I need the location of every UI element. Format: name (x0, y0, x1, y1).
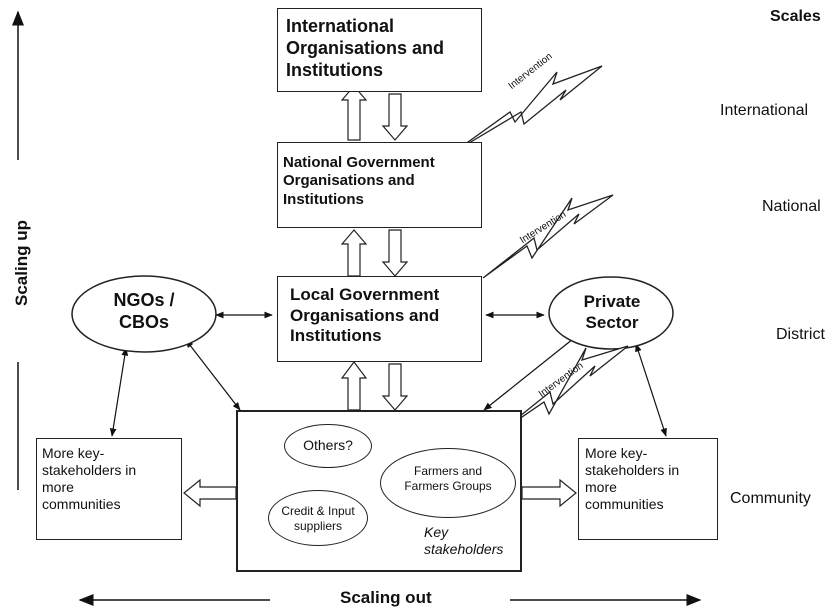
credit-label: Credit & Input suppliers (281, 504, 355, 533)
national-label: National Government Organisations and In… (283, 154, 435, 208)
scale-national: National (762, 198, 821, 215)
scaling-up-label: Scaling up (12, 220, 31, 306)
private-ellipse (548, 276, 674, 350)
ngos-ellipse (71, 275, 217, 353)
hollow-arrow-up-2 (340, 229, 368, 277)
hollow-arrow-left (183, 478, 237, 508)
intervention-bolt-2 (482, 194, 614, 279)
hollow-arrow-up-3 (340, 361, 368, 411)
hollow-arrow-right (521, 478, 577, 508)
hollow-arrow-down-3 (381, 363, 409, 411)
arrow-ngos-keystakeholders (185, 339, 241, 411)
others-label: Others? (303, 437, 353, 453)
arrow-ngos-moreleft (109, 347, 129, 437)
arrow-private-keystakeholders (483, 334, 579, 411)
key-stakeholders-label: Key stakeholders (424, 524, 504, 558)
more-stakeholders-right-box (578, 438, 718, 540)
scale-international: International (720, 102, 809, 119)
national-box (277, 142, 482, 228)
hollow-arrow-up-1 (340, 85, 368, 141)
farmers-label: Farmers and Farmers Groups (404, 464, 492, 493)
others-ellipse (284, 424, 372, 468)
more-stakeholders-left-box (36, 438, 182, 540)
ngos-label: NGOs / CBOs (113, 290, 175, 332)
local-box (277, 276, 482, 362)
intervention-bolt-3 (499, 345, 629, 433)
more-stakeholders-right-label: More key- stakeholders in more communiti… (585, 445, 680, 513)
scaling-out-label: Scaling out (340, 588, 432, 607)
credit-ellipse (268, 490, 368, 546)
intervention-bolt-1 (453, 65, 603, 153)
hollow-arrow-down-1 (381, 93, 409, 141)
hollow-arrow-down-2 (381, 229, 409, 277)
scale-district: District (776, 326, 825, 343)
international-label: International Organisations and Institut… (286, 16, 445, 80)
scales-heading: Scales (770, 8, 821, 25)
arrow-private-moreright (635, 343, 667, 437)
international-box (277, 8, 482, 92)
scale-community: Community (730, 490, 811, 507)
private-label: Private Sector (583, 292, 641, 332)
local-label: Local Government Organisations and Insti… (290, 285, 440, 346)
more-stakeholders-left-label: More key- stakeholders in more communiti… (42, 445, 137, 513)
farmers-ellipse (380, 448, 516, 518)
